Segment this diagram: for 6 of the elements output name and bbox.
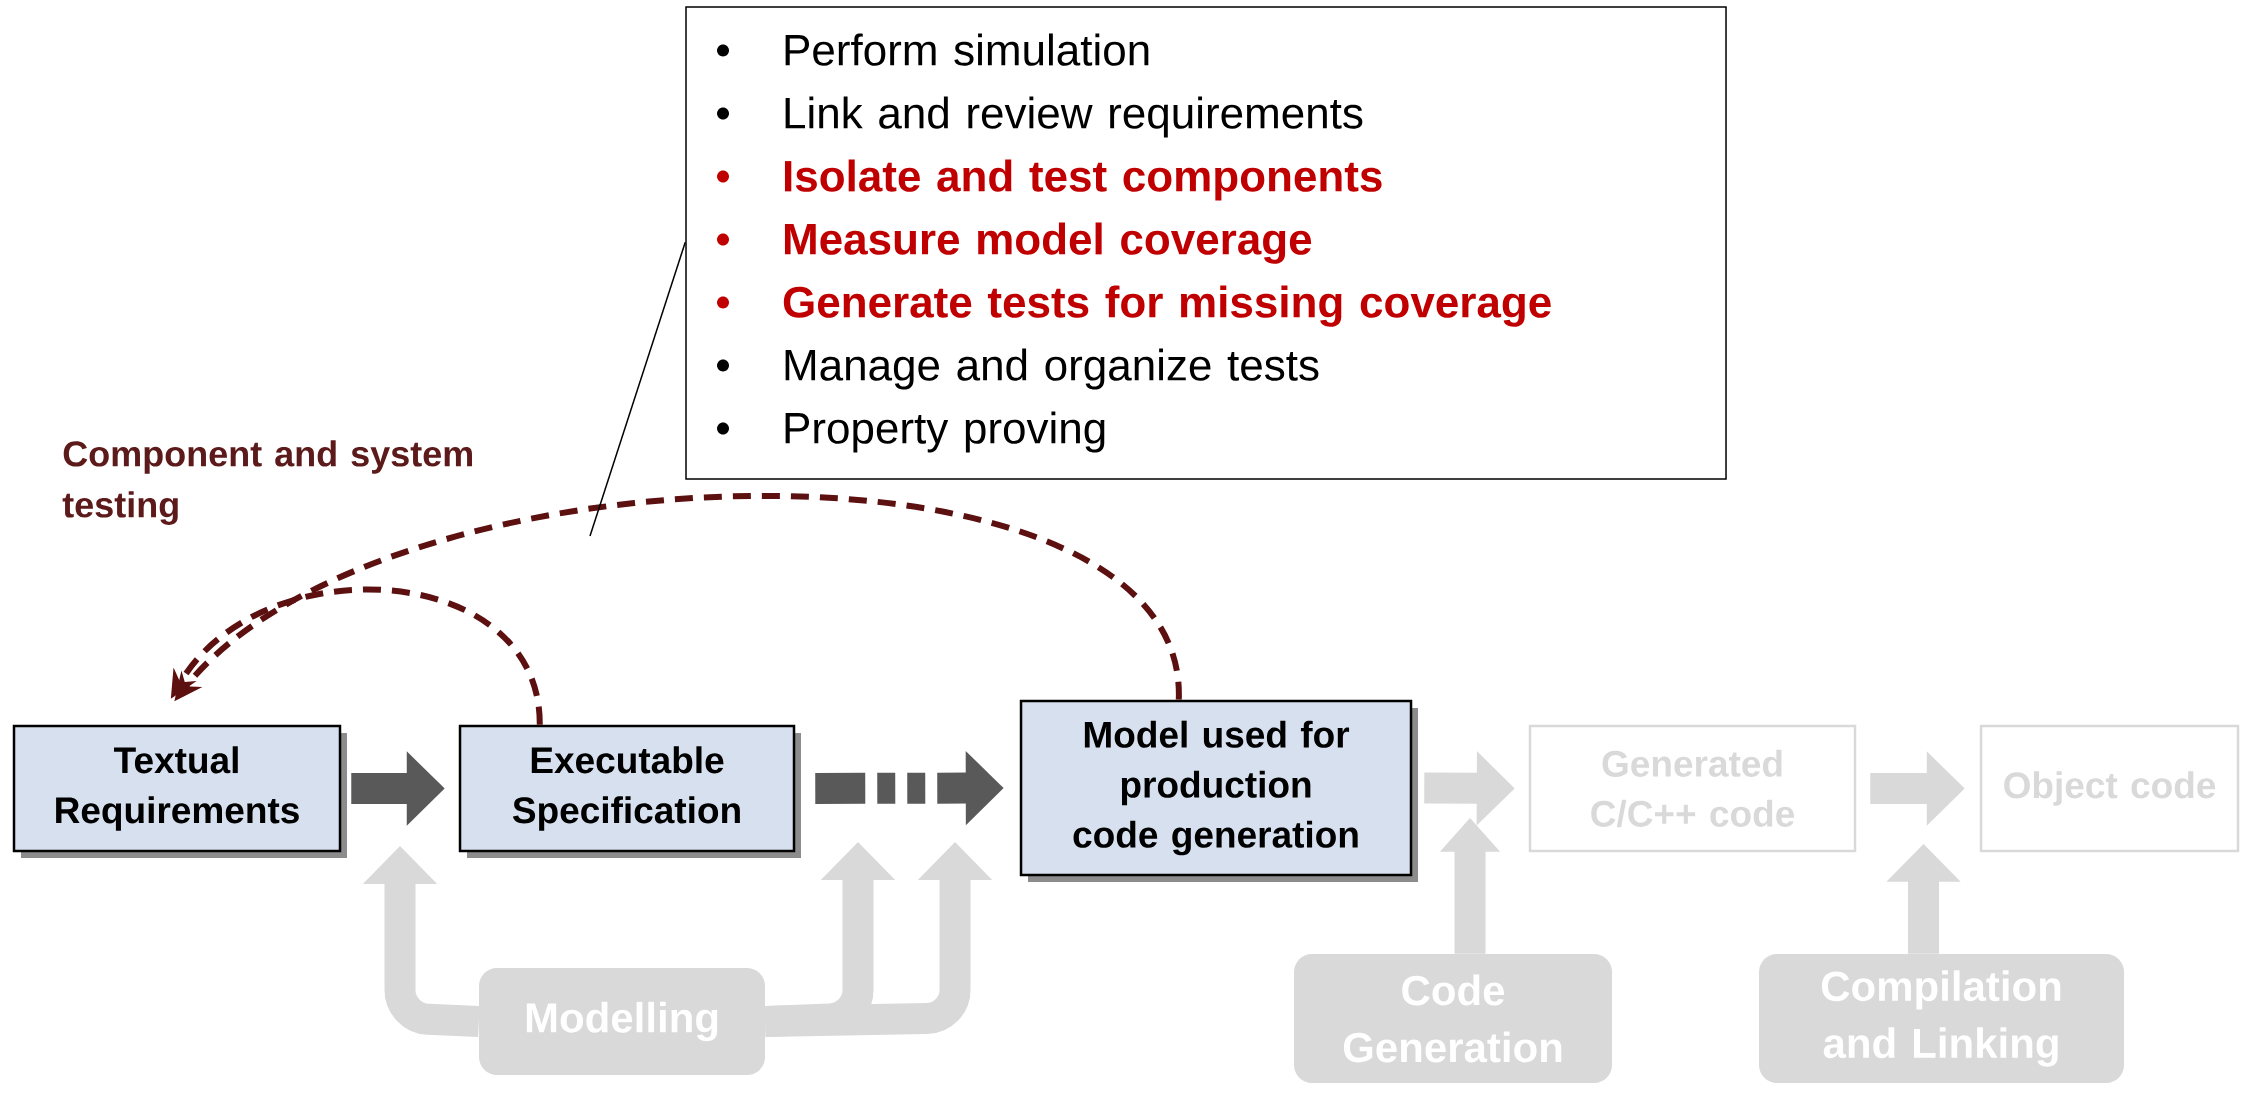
process-box: Executable Specification xyxy=(458,724,801,858)
bullet-list-box: Perform simulation Link and review requirements Isolate and test components Measure model coverage Generate tests for missing coverage Manage and organize tests Property proving xyxy=(685,6,1727,480)
process-box: Textual Requirements xyxy=(12,724,347,858)
caption-label: Component and system testing xyxy=(62,440,472,525)
process-box: Model used for production code generation xyxy=(1019,699,1418,882)
leader-line xyxy=(589,241,686,537)
